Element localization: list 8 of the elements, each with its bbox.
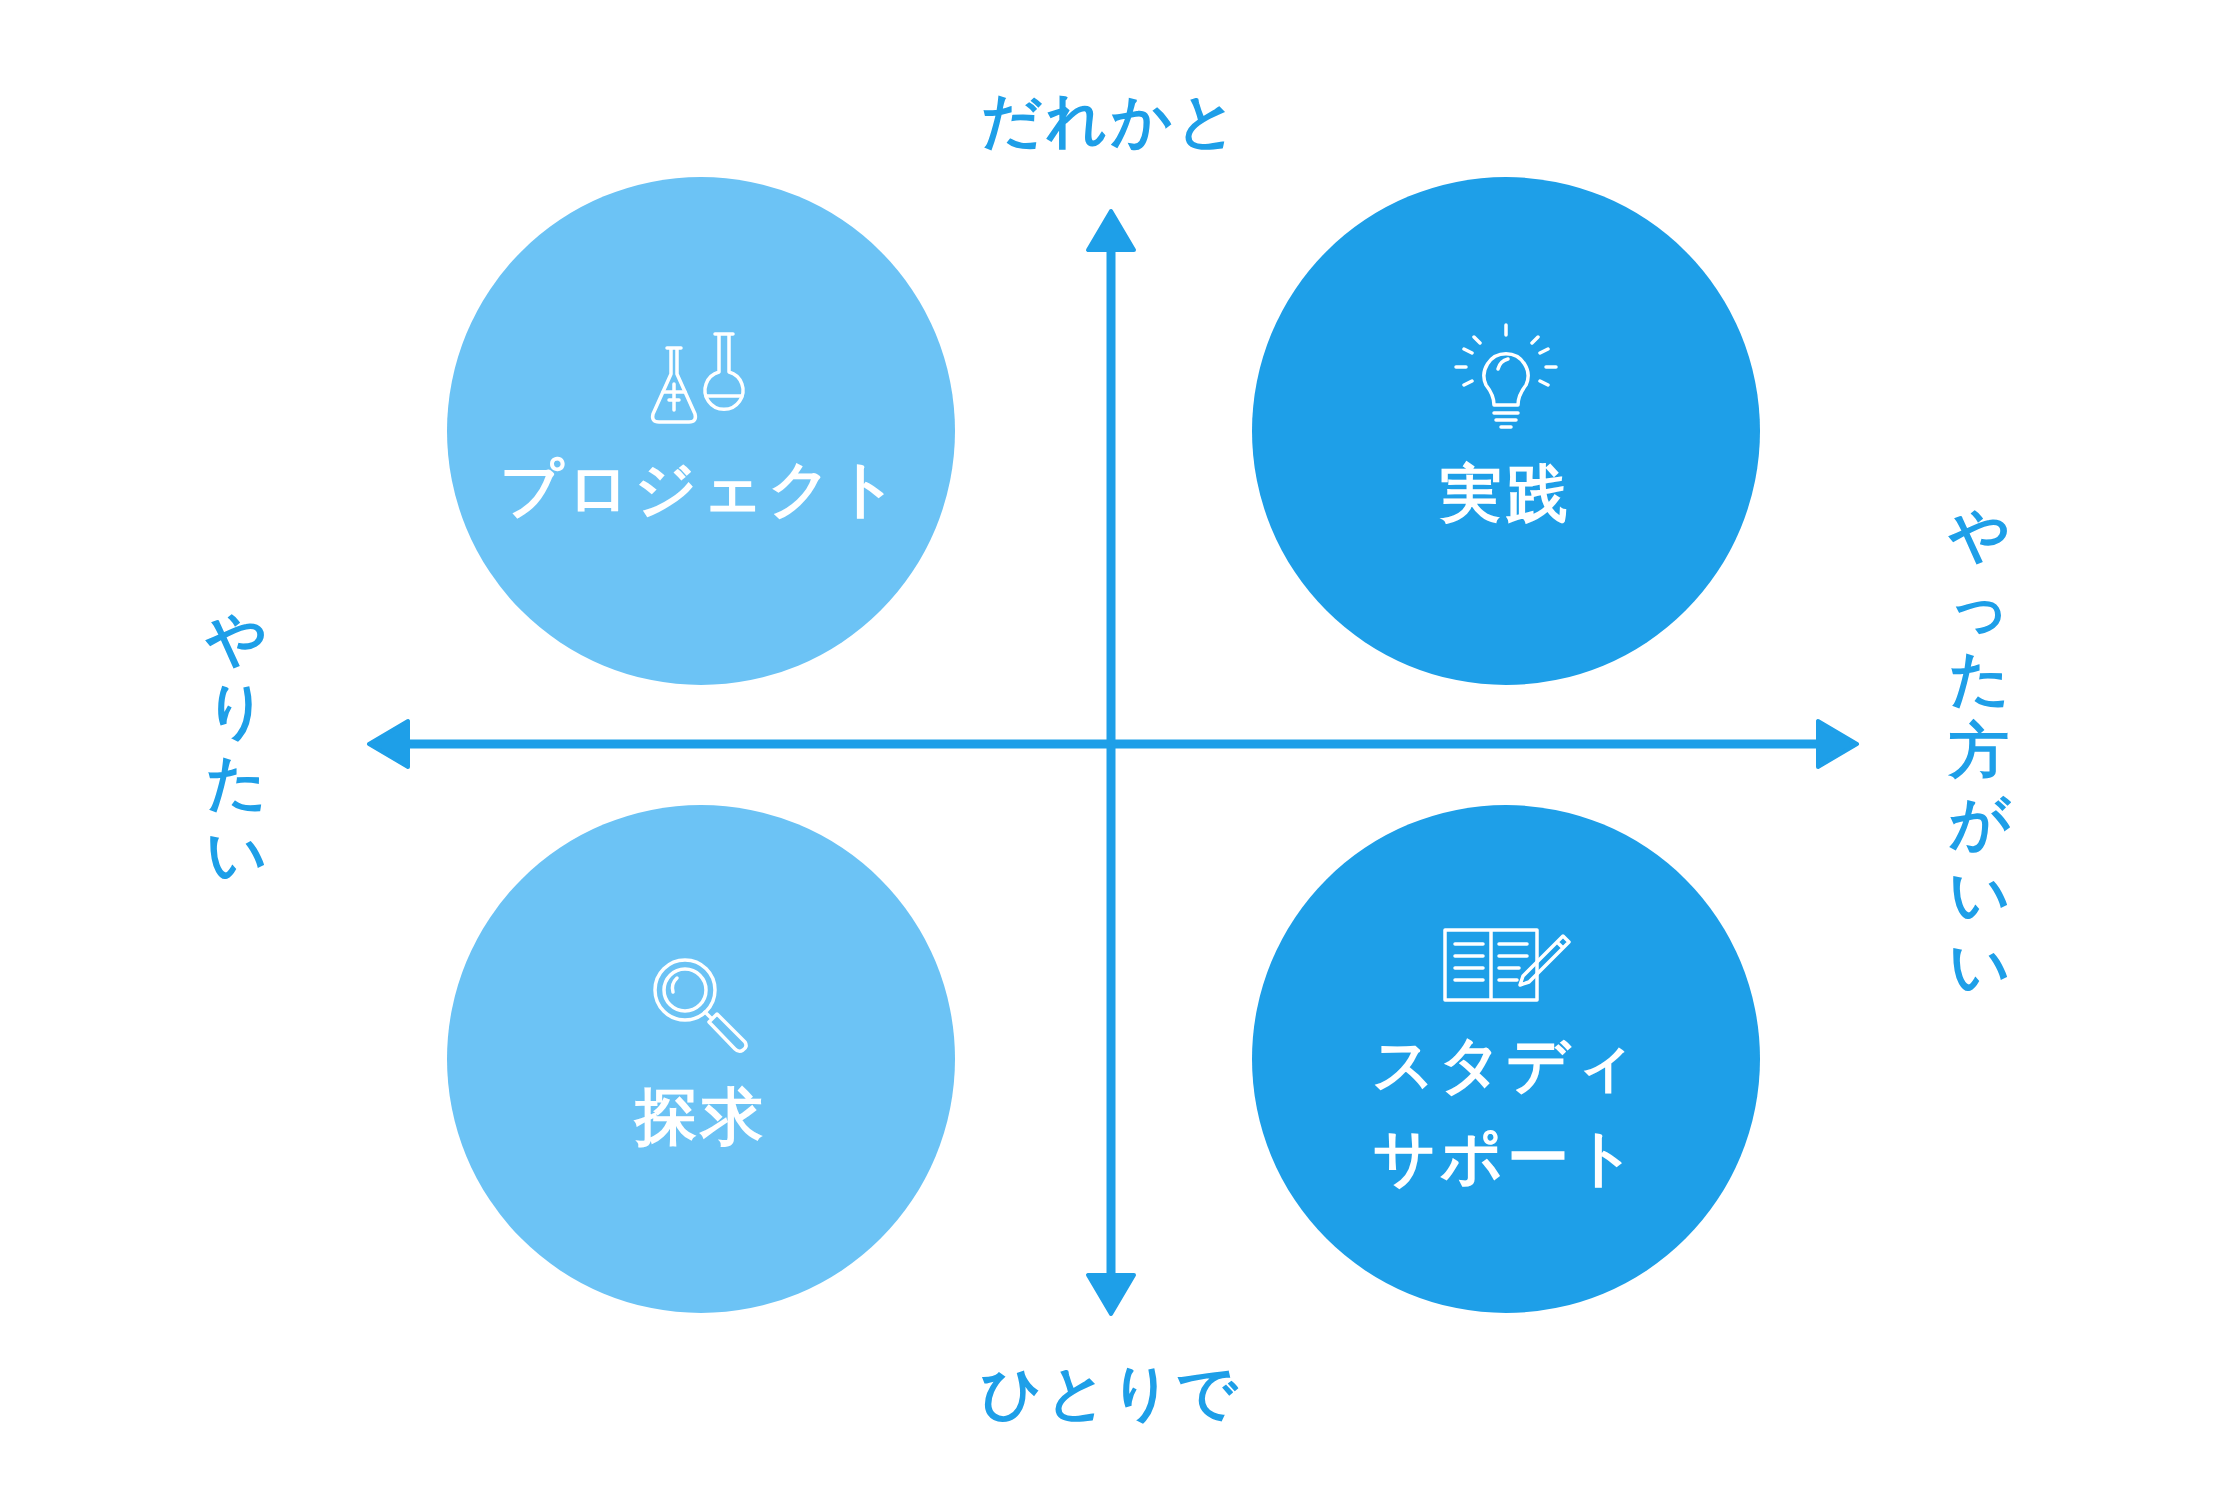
quadrant-title: プロジェクト [500,450,902,527]
axis-label: やった方がいい [1949,498,2009,1002]
axis-label: だれかと [981,83,1241,157]
axis-label: ひとりで [981,1355,1241,1429]
axis-label: やりたい [206,602,266,890]
quadrant-title: 探求 [635,1078,767,1155]
quadrant-title: 実践 [1440,455,1572,532]
quadrant-title: スタディサポート [1371,1027,1641,1196]
